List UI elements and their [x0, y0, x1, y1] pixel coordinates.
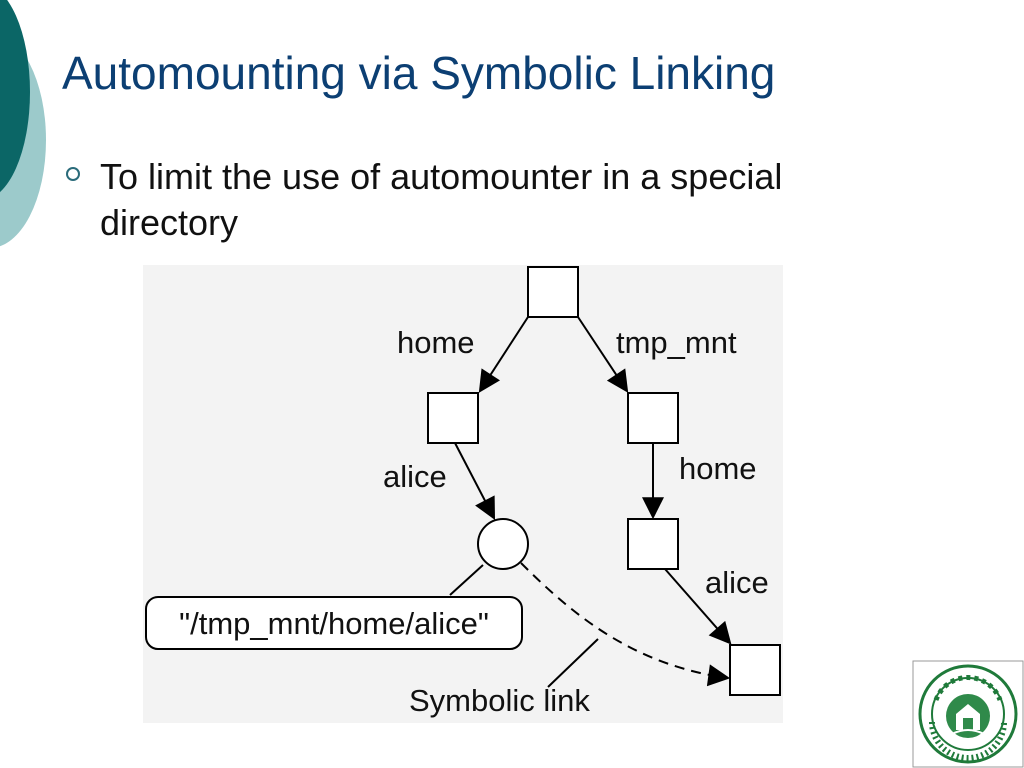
bullet-circle-icon — [66, 167, 80, 181]
edge-label-alice: alice — [383, 459, 447, 494]
edge-home-alice — [454, 442, 496, 520]
slide-title: Automounting via Symbolic Linking — [62, 47, 776, 99]
university-logo — [912, 660, 1024, 768]
alice-symlink-node — [477, 518, 529, 570]
link-target-pointer — [449, 564, 484, 596]
root-directory-node — [527, 266, 579, 318]
decorative-corner-shapes — [0, 0, 46, 247]
symbolic-link-dashed-arrow — [520, 562, 731, 687]
edge-root-tmp-mnt — [577, 316, 629, 393]
home-directory-node — [427, 392, 479, 444]
link-target-box — [145, 596, 523, 650]
mount-tree-diagram: "/tmp_mnt/home/alice" home tmp_mnt alice… — [143, 265, 783, 723]
edge-label-tmp-mnt: tmp_mnt — [616, 325, 737, 360]
decor-dark-shape — [0, 0, 30, 193]
link-target-label: "/tmp_mnt/home/alice" — [179, 606, 489, 641]
symbolic-link-caption: Symbolic link — [409, 683, 590, 718]
edge-label-alice-right: alice — [705, 565, 769, 600]
tmp-mnt-directory-node — [627, 392, 679, 444]
edge-root-home — [478, 316, 529, 393]
symbolic-link-pointer — [547, 638, 599, 688]
alice-mount-point-node — [729, 644, 781, 696]
edge-home-alice-right — [664, 568, 732, 645]
edge-label-home: home — [397, 325, 475, 360]
edge-label-home-right: home — [679, 451, 757, 486]
tmp-mnt-home-directory-node — [627, 518, 679, 570]
bullet-text: To limit the use of automounter in a spe… — [100, 156, 783, 243]
